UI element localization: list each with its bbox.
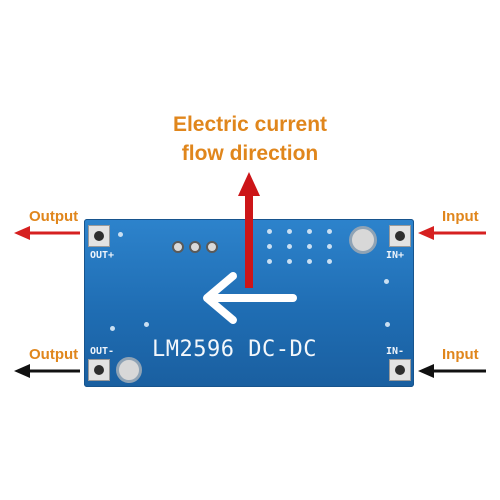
potentiometer-pin-2 (189, 241, 201, 253)
in-minus-label: IN- (386, 346, 405, 357)
board-model-label: LM2596 DC-DC (152, 337, 317, 362)
via-dot (287, 259, 292, 264)
via-dot (327, 259, 332, 264)
in-plus-pad (389, 225, 411, 247)
mounting-hole-top-right (349, 226, 377, 254)
output-top-arrow-icon (14, 226, 80, 240)
via-dot (144, 322, 149, 327)
via-dot (287, 244, 292, 249)
input-top-label: Input (442, 208, 479, 225)
via-dot (118, 232, 123, 237)
output-bottom-arrow-icon (14, 364, 80, 378)
flow-direction-arrow-icon (238, 172, 260, 288)
via-dot (327, 229, 332, 234)
output-bottom-label: Output (29, 346, 79, 363)
potentiometer-pin-1 (172, 241, 184, 253)
via-dot (267, 259, 272, 264)
input-bottom-arrow-icon (418, 364, 486, 378)
out-minus-pad (88, 359, 110, 381)
via-dot (384, 279, 389, 284)
mounting-hole-bottom-left (116, 357, 142, 383)
board-left-arrow-icon (203, 272, 297, 324)
out-plus-pad (88, 225, 110, 247)
via-dot (267, 244, 272, 249)
title-line-2: flow direction (181, 142, 319, 165)
via-dot (267, 229, 272, 234)
in-minus-pad (389, 359, 411, 381)
potentiometer-pin-3 (206, 241, 218, 253)
input-bottom-label: Input (442, 346, 479, 363)
via-dot (307, 244, 312, 249)
via-dot (385, 322, 390, 327)
via-dot (327, 244, 332, 249)
via-dot (110, 326, 115, 331)
in-plus-label: IN+ (386, 250, 405, 261)
via-dot (307, 259, 312, 264)
output-top-label: Output (29, 208, 79, 225)
out-minus-label: OUT- (90, 346, 115, 357)
title-line-1: Electric current (172, 113, 328, 136)
via-dot (287, 229, 292, 234)
input-top-arrow-icon (418, 226, 486, 240)
via-dot (307, 229, 312, 234)
out-plus-label: OUT+ (90, 250, 115, 261)
